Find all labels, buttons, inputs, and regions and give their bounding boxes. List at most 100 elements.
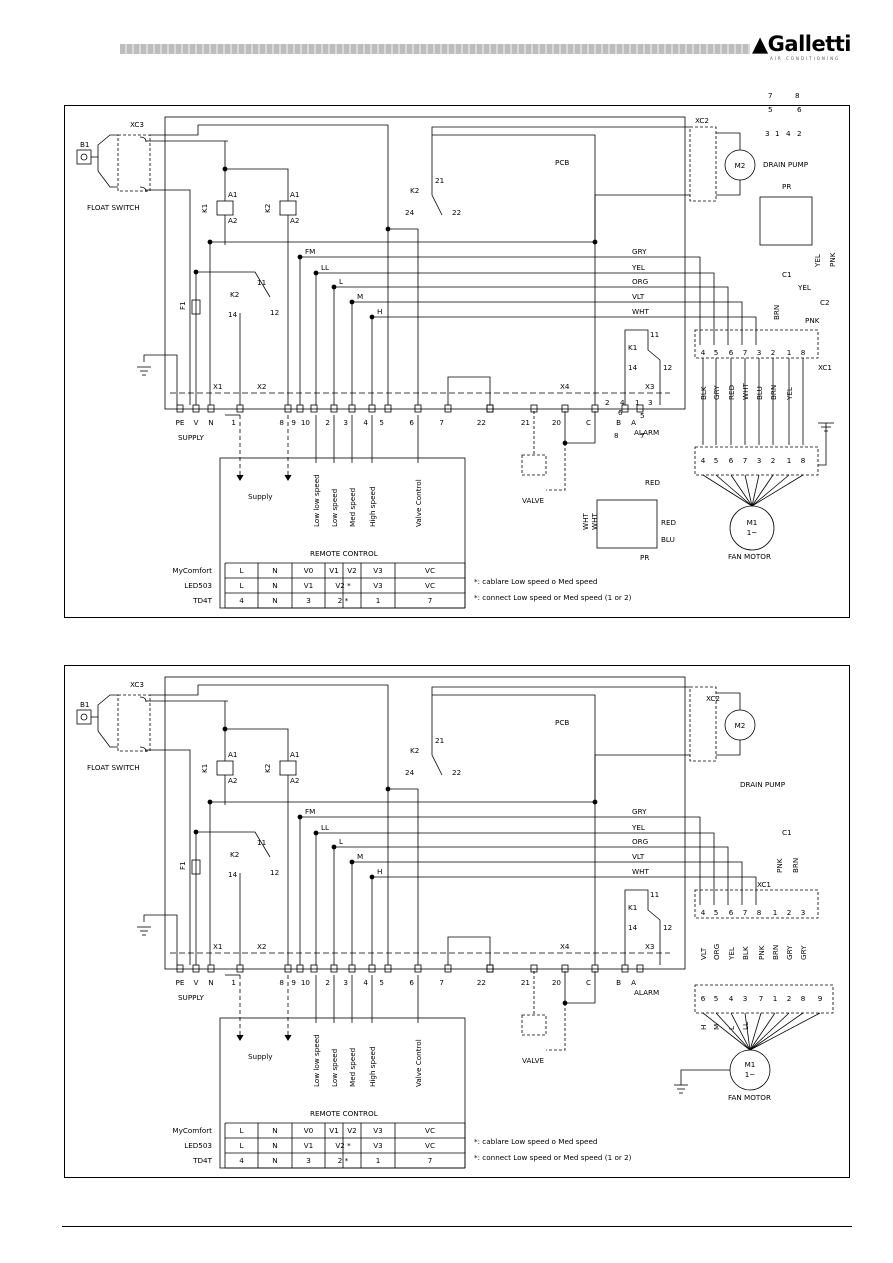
- wire-label-3: BLK: [741, 946, 750, 960]
- pr-yel: YEL: [813, 254, 822, 268]
- pr-pnk: PNK: [828, 252, 837, 267]
- c2-label: C2: [820, 298, 830, 307]
- wire-gry-label: GRY: [632, 247, 647, 256]
- xc3-label: XC3: [130, 120, 144, 129]
- cell-0-0: L: [239, 1126, 243, 1135]
- wire-label-4: BLU: [755, 386, 764, 400]
- k2-a2: A2: [290, 216, 300, 225]
- note-en: *: connect Low speed or Med speed (1 or …: [474, 593, 632, 602]
- rc-header-2: Low speed: [330, 1049, 339, 1087]
- xc1-pin-2: 6: [729, 348, 734, 357]
- motor-pin-7: 8: [801, 456, 806, 465]
- motor-pin-0: 6: [701, 994, 706, 1003]
- term-v: V: [194, 418, 199, 427]
- xc1-pin-2: 6: [729, 908, 734, 917]
- m2-label: M2: [735, 161, 746, 170]
- footer-rule: [62, 1226, 852, 1227]
- terminal-6: 6: [409, 418, 414, 427]
- x3-label: X3: [645, 382, 655, 391]
- cell-1-1: N: [272, 1141, 277, 1150]
- note-en: *: connect Low speed or Med speed (1 or …: [474, 1153, 632, 1162]
- cell-2-5: 7: [428, 1156, 433, 1165]
- terminal-8: 8: [279, 978, 284, 987]
- pr-bot-pin-6: 8: [614, 431, 619, 440]
- wire-label-0: VLT: [699, 947, 708, 960]
- terminal-22: 22: [477, 418, 486, 427]
- terminal-A: A: [631, 418, 636, 427]
- rc-header-3: Med speed: [348, 488, 357, 527]
- row-name-2: TD4T: [192, 596, 212, 605]
- k2-24: 24: [405, 768, 415, 777]
- rc-header-3: Med speed: [348, 1048, 357, 1087]
- terminal-20: 20: [552, 418, 562, 427]
- xc1-pin-1: 5: [714, 908, 719, 917]
- terminal-7: 7: [439, 978, 444, 987]
- cell-1-4: V3: [373, 1141, 383, 1150]
- motor-pin-0: 4: [701, 456, 706, 465]
- cell-2-0: 4: [239, 596, 244, 605]
- speed-m-label: M: [357, 852, 363, 861]
- cell-2-2: 3: [306, 1156, 311, 1165]
- remote-control-title: REMOTE CONTROL: [310, 549, 378, 558]
- m1-label: M1: [745, 1060, 756, 1069]
- terminal-2: 2: [325, 418, 330, 427]
- wht2-label: WHT: [581, 512, 590, 530]
- cell-0-6: VC: [425, 1126, 435, 1135]
- pcb-label: PCB: [555, 158, 569, 167]
- rc-header-4: High speed: [368, 486, 377, 527]
- cell-0-1: N: [272, 1126, 277, 1135]
- motor-pin-6: 1: [787, 456, 792, 465]
- motor-pin-7: 8: [801, 994, 806, 1003]
- pr2-label: PR: [640, 553, 649, 562]
- brn-label: BRN: [772, 305, 781, 320]
- pr-bot-pin-3: 3: [648, 398, 653, 407]
- terminal-10: 10: [301, 978, 311, 987]
- motor-pin-4: 7: [759, 994, 764, 1003]
- k1-12: 12: [663, 923, 672, 932]
- wire-yel-label: YEL: [631, 263, 645, 272]
- c11-label: 11: [257, 278, 266, 287]
- wiring-diagram-2: [64, 665, 850, 1178]
- terminal-6: 6: [409, 978, 414, 987]
- cell-1-2: V1: [304, 1141, 314, 1150]
- x1-label: X1: [213, 942, 223, 951]
- rc-header-1: Low low speed: [312, 474, 321, 527]
- k2-24: 24: [405, 208, 415, 217]
- valve-label: VALVE: [522, 496, 545, 505]
- term-n: N: [208, 418, 213, 427]
- term-n: N: [208, 978, 213, 987]
- cell-1-5: VC: [425, 1141, 435, 1150]
- c12-label: 12: [270, 308, 279, 317]
- k2-21: 21: [435, 736, 444, 745]
- fan-motor-label: FAN MOTOR: [728, 1093, 771, 1102]
- motor-letter-3: LL: [741, 1022, 750, 1030]
- fan-motor-label: FAN MOTOR: [728, 552, 771, 561]
- k1-a2: A2: [228, 216, 238, 225]
- m2-label: M2: [735, 721, 746, 730]
- xc1-pin-7: 3: [801, 908, 806, 917]
- rc-header-5: Valve Control: [414, 1039, 423, 1087]
- pnk-label: PNK: [805, 316, 820, 325]
- cell-1-5: VC: [425, 581, 435, 590]
- wire-org-label: ORG: [632, 837, 648, 846]
- wiring-diagram-1: [64, 105, 850, 618]
- wire-label-1: ORG: [712, 944, 721, 960]
- c1-yel-label: YEL: [797, 283, 811, 292]
- wire-label-4: PNK: [757, 945, 766, 960]
- terminal-20: 20: [552, 978, 562, 987]
- cell-2-3: 2 *: [338, 1156, 349, 1165]
- galletti-logo: ▲Galletti: [752, 32, 851, 56]
- xc1-pin-4: 3: [757, 348, 762, 357]
- header-decorative-bar: [120, 44, 750, 54]
- terminal-B: B: [616, 978, 621, 987]
- terminal-9: 9: [291, 418, 296, 427]
- k2b-label: K2: [230, 290, 239, 299]
- m1-sub-label: 1~: [747, 528, 758, 537]
- cell-2-2: 3: [306, 596, 311, 605]
- speed-h-label: H: [377, 307, 382, 316]
- terminal-21: 21: [521, 418, 530, 427]
- alarm-label: ALARM: [634, 428, 659, 437]
- k2-label: K2: [263, 764, 272, 773]
- float-switch-label: FLOAT SWITCH: [87, 763, 140, 772]
